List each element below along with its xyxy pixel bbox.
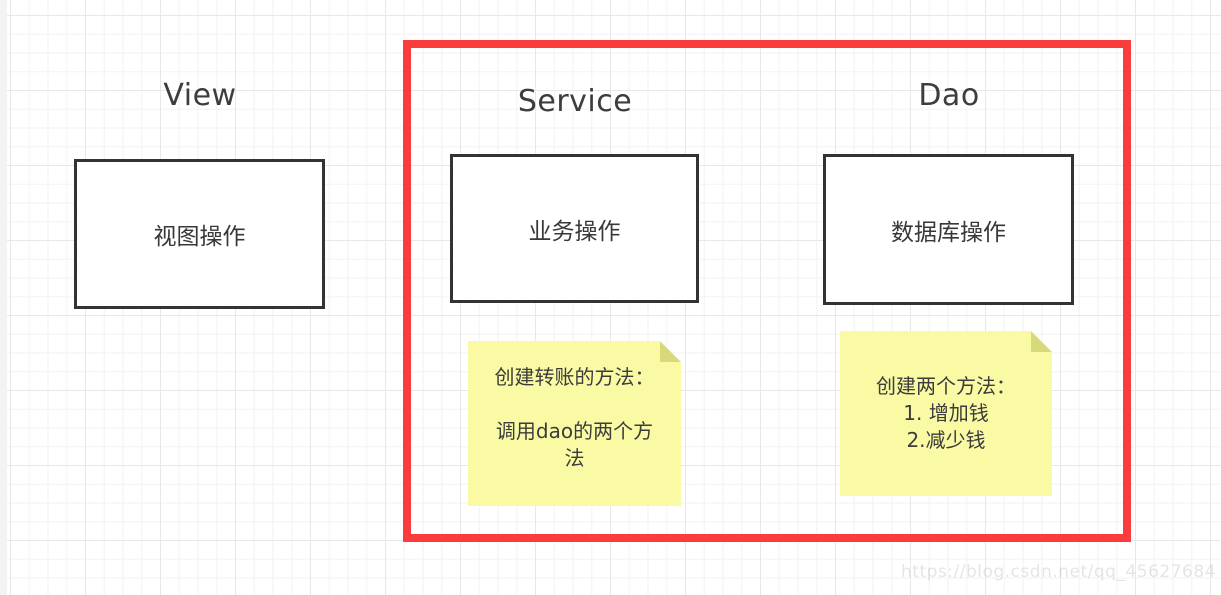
- note-line: 1. 增加钱: [903, 401, 989, 425]
- column-title-service: Service: [517, 84, 633, 119]
- note-line: 调用dao的两个方: [495, 418, 654, 443]
- column-title-view: View: [163, 78, 237, 113]
- canvas-edge-strip: [0, 0, 7, 595]
- sticky-note-dao: 创建两个方法： 1. 增加钱 2.减少钱: [840, 331, 1052, 496]
- sticky-note-service: 创建转账的方法： 调用dao的两个方 法: [468, 341, 681, 506]
- dao-box-label: 数据库操作: [891, 219, 1006, 246]
- column-title-dao: Dao: [918, 78, 980, 113]
- view-box-label: 视图操作: [153, 224, 246, 250]
- highlight-frame: [403, 40, 1131, 542]
- note-line: 2.减少钱: [906, 428, 986, 452]
- note-line: 法: [564, 445, 585, 470]
- service-box-label: 业务操作: [528, 218, 621, 245]
- note-line: [468, 391, 681, 418]
- service-box: 业务操作: [450, 154, 699, 303]
- note-line: 创建转账的方法：: [494, 364, 655, 389]
- dao-box: 数据库操作: [823, 154, 1074, 305]
- note-line: 创建两个方法：: [876, 374, 1016, 398]
- csdn-watermark: https://blog.csdn.net/qq_45627684: [901, 562, 1216, 582]
- view-box: 视图操作: [74, 159, 325, 309]
